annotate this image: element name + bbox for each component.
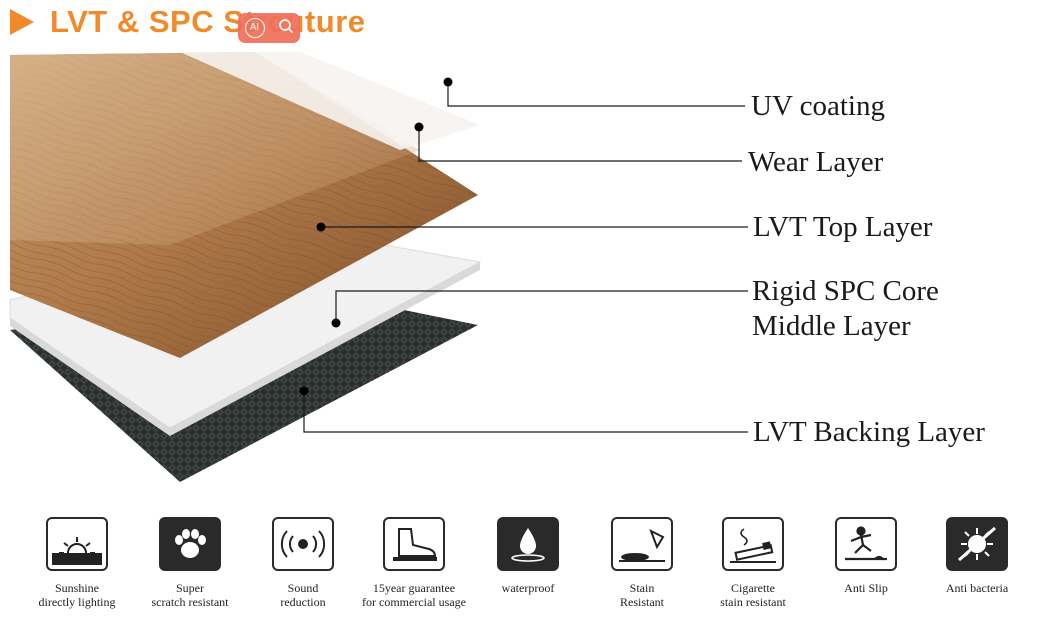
label-lvt-backing-layer: LVT Backing Layer [753,416,985,448]
shoe-icon [383,517,445,571]
paw-icon [159,517,221,571]
uv-leader-line [447,82,745,107]
cigarette-icon [722,517,784,571]
core-dot [331,318,341,328]
label-uv-coating: UV coating [751,90,885,122]
backing-leader-line [303,391,748,433]
ai-icon[interactable]: AI [244,18,265,38]
label-lvt-top-layer: LVT Top Layer [753,211,933,243]
feature-anti-bacteria: Anti bacteria [917,517,1037,595]
feature-anti-slip: Anti Slip [806,517,926,595]
anti-bacteria-icon [946,517,1008,571]
search-icon[interactable] [278,18,294,39]
play-arrow-icon [10,9,34,35]
sunshine-icon [46,517,108,571]
uv-coating-shape [180,52,480,150]
label-wear-layer: Wear Layer [748,146,884,178]
wear-leader-line [418,127,742,162]
wear-dot [414,122,424,132]
top-dot [316,222,326,232]
feature-waterproof: waterproof [468,517,588,595]
page-title: LVT & SPC Strcuture [50,4,366,39]
backing-dot [299,386,309,396]
water-drop-icon [497,517,559,571]
section-header: LVT & SPC Strcuture [10,2,366,42]
anti-slip-icon [835,517,897,571]
ai-search-badge[interactable]: AI [238,13,300,43]
layer-diagram [9,52,748,482]
wine-glass-icon [611,517,673,571]
uv-dot [443,77,453,87]
core-leader-line [335,290,748,323]
sound-wave-icon [272,517,334,571]
label-rigid-spc-core: Rigid SPC Core Middle Layer [752,275,939,342]
